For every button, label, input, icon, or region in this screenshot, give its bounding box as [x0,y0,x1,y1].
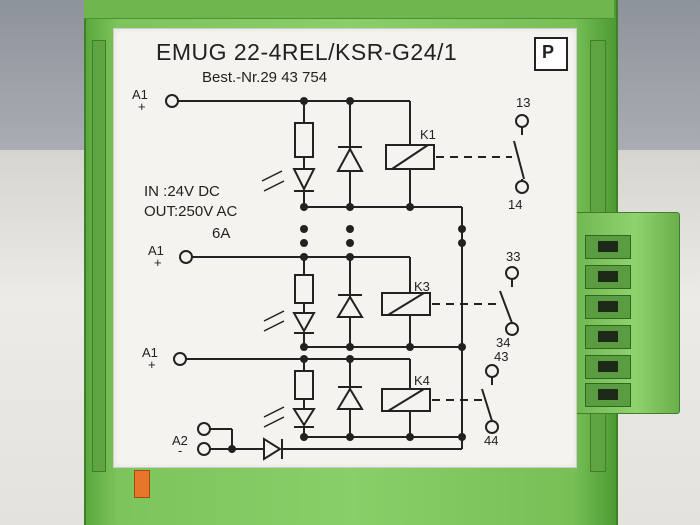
manufacturer-logo: P [534,37,568,71]
label-minus: - [178,443,183,458]
housing-slot-left [92,40,106,472]
terminal-a2-upper [197,422,211,436]
label-a1-top: A1 [132,87,148,102]
spec-input: IN :24V DC [144,183,220,200]
label-a1-mid: A1 [148,243,164,258]
terminal-14 [515,180,529,194]
spec-output: OUT:250V AC [144,203,238,220]
terminal-a2 [197,442,211,456]
label-43: 43 [494,349,509,364]
terminal-6 [585,383,631,407]
terminal-5 [585,355,631,379]
housing-top-edge [84,0,614,19]
terminal-3 [585,295,631,319]
label-k3: K3 [414,279,430,294]
terminal-1 [585,235,631,259]
terminal-43 [485,364,499,378]
spec-current: 6A [212,225,231,242]
label-34: 34 [496,335,511,350]
label-13: 13 [516,95,531,110]
terminal-13 [515,114,529,128]
product-label: EMUG 22-4REL/KSR-G24/1 Best.-Nr.29 43 75… [113,28,577,468]
label-k4: K4 [414,373,430,388]
orange-terminal-tab [134,470,150,498]
model-title: EMUG 22-4REL/KSR-G24/1 [156,39,458,65]
label-plus-low: + [148,357,156,372]
plug-terminal-block [570,212,680,414]
label-plus-mid: + [154,255,162,270]
terminal-4 [585,325,631,349]
terminal-a1-mid [179,250,193,264]
label-33: 33 [506,249,521,264]
terminal-2 [585,265,631,289]
terminal-44 [485,420,499,434]
label-k1: K1 [420,127,436,142]
label-a2: A2 [172,433,188,448]
terminal-a1-top [165,94,179,108]
terminal-a1-low [173,352,187,366]
label-a1-low: A1 [142,345,158,360]
label-plus-top: + [138,99,146,114]
circuit-schematic [165,94,529,461]
terminal-33 [505,266,519,280]
order-number: Best.-Nr.29 43 754 [202,69,328,86]
label-14: 14 [508,197,523,212]
terminal-34 [505,322,519,336]
label-44: 44 [484,433,499,448]
